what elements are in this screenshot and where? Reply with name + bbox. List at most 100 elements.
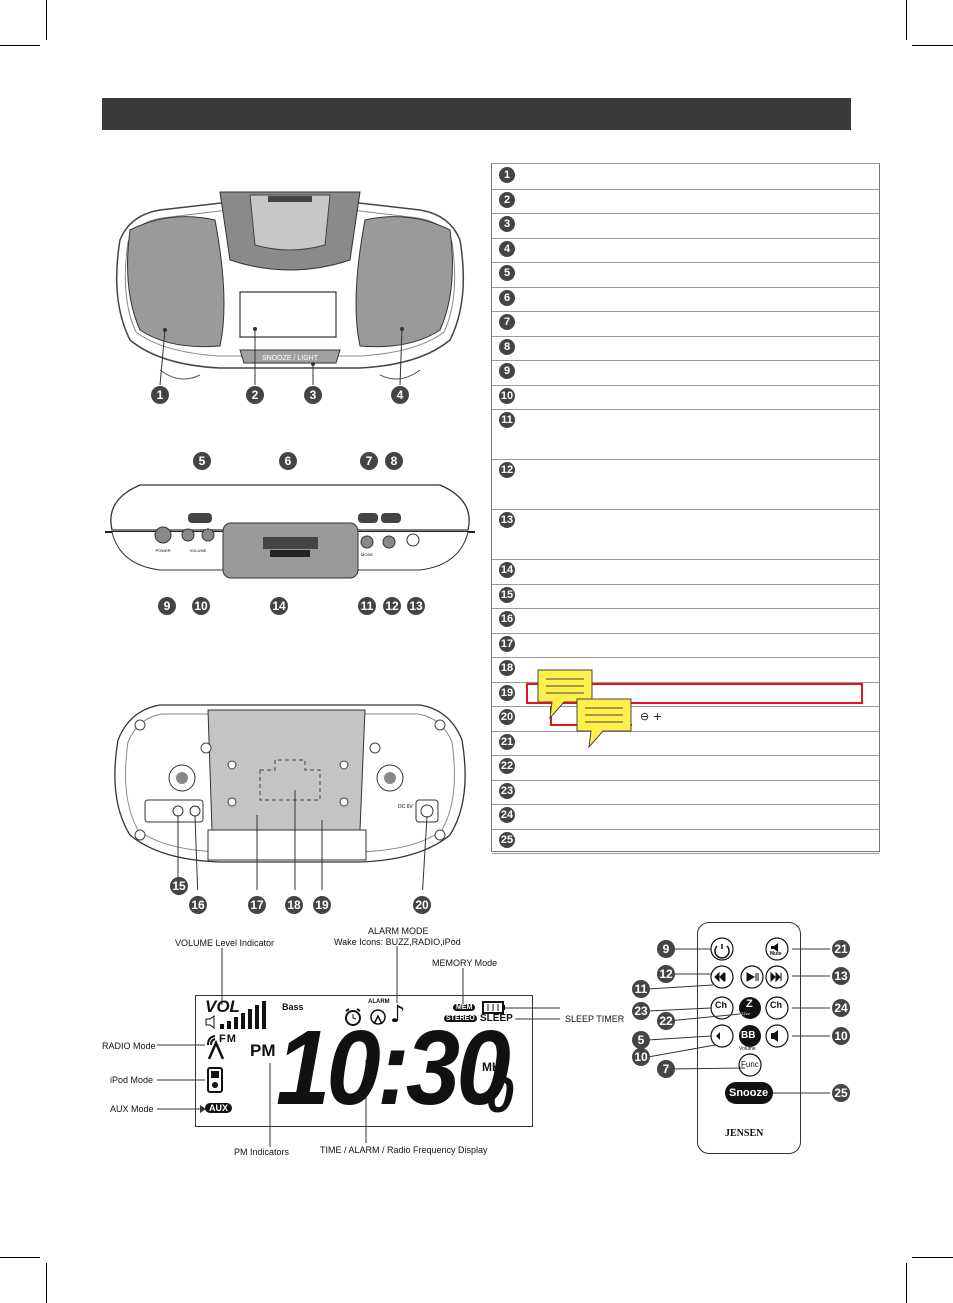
- highlight-box[interactable]: [526, 683, 863, 704]
- crop-mark: [0, 1257, 40, 1258]
- label-aux-mode: AUX Mode: [110, 1104, 154, 1114]
- part-number-badge: 20: [499, 709, 515, 725]
- parts-table-row: 11: [492, 409, 879, 460]
- callout-top-12: 12: [383, 597, 401, 615]
- lcd-bass-text: Bass: [282, 1002, 304, 1012]
- remote-zzz-label: ZZzz: [741, 1011, 750, 1016]
- part-number-badge: 5: [499, 265, 515, 281]
- remote-ch-minus[interactable]: Ch: [715, 1000, 727, 1010]
- music-note-icon: ♪: [390, 1000, 406, 1028]
- part-number-badge: 23: [499, 782, 515, 799]
- parts-table-row: 25: [492, 829, 879, 854]
- dc-polarity-symbol: ⊖ +: [640, 710, 662, 723]
- remote-callout-10-left: 10: [632, 1048, 650, 1066]
- remote-callout-7: 7: [657, 1060, 675, 1078]
- callout-back-18: 18: [285, 896, 303, 914]
- callout-top-14: 14: [270, 597, 288, 615]
- crop-mark: [46, 1263, 47, 1303]
- part-number-badge: 25: [499, 831, 515, 848]
- sticky-note-icon[interactable]: [536, 668, 594, 722]
- parts-table-row: 3: [492, 213, 879, 239]
- parts-table-row: 16: [492, 608, 879, 634]
- volume-label: VOLUME: [190, 548, 207, 553]
- parts-table-row: 13: [492, 509, 879, 560]
- remote-callout-21: 21: [832, 940, 850, 958]
- remote-callout-5: 5: [632, 1031, 650, 1049]
- remote-callout-22: 22: [657, 1012, 675, 1030]
- remote-ch-plus[interactable]: Ch: [770, 1000, 782, 1010]
- part-number-badge: 21: [499, 733, 515, 750]
- sticky-note-icon[interactable]: [575, 697, 633, 751]
- section-header-bar: [102, 98, 851, 130]
- parts-table-row: 22: [492, 755, 879, 781]
- remote-buttons: [710, 937, 789, 1104]
- ipod-icon: [207, 1067, 223, 1093]
- label-alarm-mode: ALARM MODE: [368, 926, 429, 936]
- remote-mute-label: Mute: [770, 951, 782, 957]
- lcd-alarm-text: ALARM: [368, 999, 390, 1005]
- parts-table-row: 14: [492, 559, 879, 585]
- label-time-display: TIME / ALARM / Radio Frequency Display: [320, 1145, 488, 1155]
- parts-table-row: 1: [492, 164, 879, 190]
- label-ipod-mode: iPod Mode: [110, 1075, 154, 1085]
- remote-callout-12: 12: [657, 965, 675, 983]
- callout-front-2: 2: [246, 386, 264, 404]
- parts-table-row: 23: [492, 780, 879, 805]
- lcd-stereo-badge: STEREO: [444, 1015, 477, 1022]
- remote-bb-button[interactable]: BB: [741, 1030, 756, 1041]
- remote-callout-9: 9: [657, 940, 675, 958]
- parts-table-row: 20 ⊖ +: [492, 706, 879, 732]
- part-number-badge: 18: [499, 660, 515, 676]
- lcd-aux-badge: AUX: [205, 1103, 233, 1113]
- remote-callout-10-right: 10: [832, 1027, 850, 1045]
- remote-z-button[interactable]: Z: [746, 998, 753, 1010]
- alarm-clock-icon: [345, 1008, 361, 1026]
- label-volume-indicator: VOLUME Level Indicator: [175, 938, 275, 948]
- parts-table-row: 9: [492, 360, 879, 386]
- callout-front-4: 4: [391, 386, 409, 404]
- part-number-badge: 6: [499, 289, 515, 306]
- dc-label: DC 6V: [398, 804, 413, 810]
- parts-table-row: 10: [492, 385, 879, 410]
- part-number-badge: 17: [499, 635, 515, 652]
- power-label: POWER: [155, 548, 170, 553]
- parts-table-row: 15: [492, 584, 879, 609]
- remote-snooze-button[interactable]: Snooze: [729, 1087, 769, 1099]
- crop-mark: [46, 0, 47, 40]
- parts-table-row: 8: [492, 336, 879, 361]
- snooze-light-label: SNOOZE / LIGHT: [262, 355, 319, 362]
- back-view-illustration: DC 6V: [114, 704, 466, 890]
- parts-table-row: 21: [492, 731, 879, 756]
- part-number-badge: 10: [499, 387, 515, 404]
- remote-func-button[interactable]: Func: [741, 1060, 759, 1069]
- label-wake-icons: Wake Icons: BUZZ,RADIO,iPod: [334, 937, 461, 947]
- part-number-badge: 14: [499, 562, 515, 578]
- part-number-badge: 7: [499, 314, 515, 330]
- callout-top-11: 11: [358, 597, 376, 615]
- parts-table-row: 7: [492, 311, 879, 337]
- part-number-badge: 2: [499, 191, 515, 208]
- lcd-vol-text: VOL: [205, 997, 240, 1016]
- part-number-badge: 24: [499, 807, 515, 823]
- crop-mark: [912, 45, 953, 46]
- remote-callout-24: 24: [832, 999, 850, 1017]
- callout-top-13: 13: [407, 597, 425, 615]
- part-number-badge: 9: [499, 363, 515, 379]
- callout-back-17: 17: [248, 896, 266, 914]
- part-number-badge: 13: [499, 512, 515, 528]
- parts-table-row: 19: [492, 682, 879, 707]
- crop-mark: [906, 1263, 907, 1303]
- callout-top-7: 7: [360, 452, 378, 470]
- remote-callout-13: 13: [832, 967, 850, 985]
- remote-callout-25: 25: [832, 1084, 850, 1102]
- speaker-icon: [205, 1015, 215, 1029]
- parts-table-row: 17: [492, 633, 879, 658]
- sleep-battery-icon: [482, 1001, 505, 1014]
- radio-wake-icon: [370, 1009, 386, 1025]
- parts-table-row: 4: [492, 238, 879, 263]
- label-radio-mode: RADIO Mode: [102, 1041, 156, 1051]
- lcd-time-digits: 10:30: [276, 1009, 511, 1127]
- part-number-badge: 3: [499, 216, 515, 232]
